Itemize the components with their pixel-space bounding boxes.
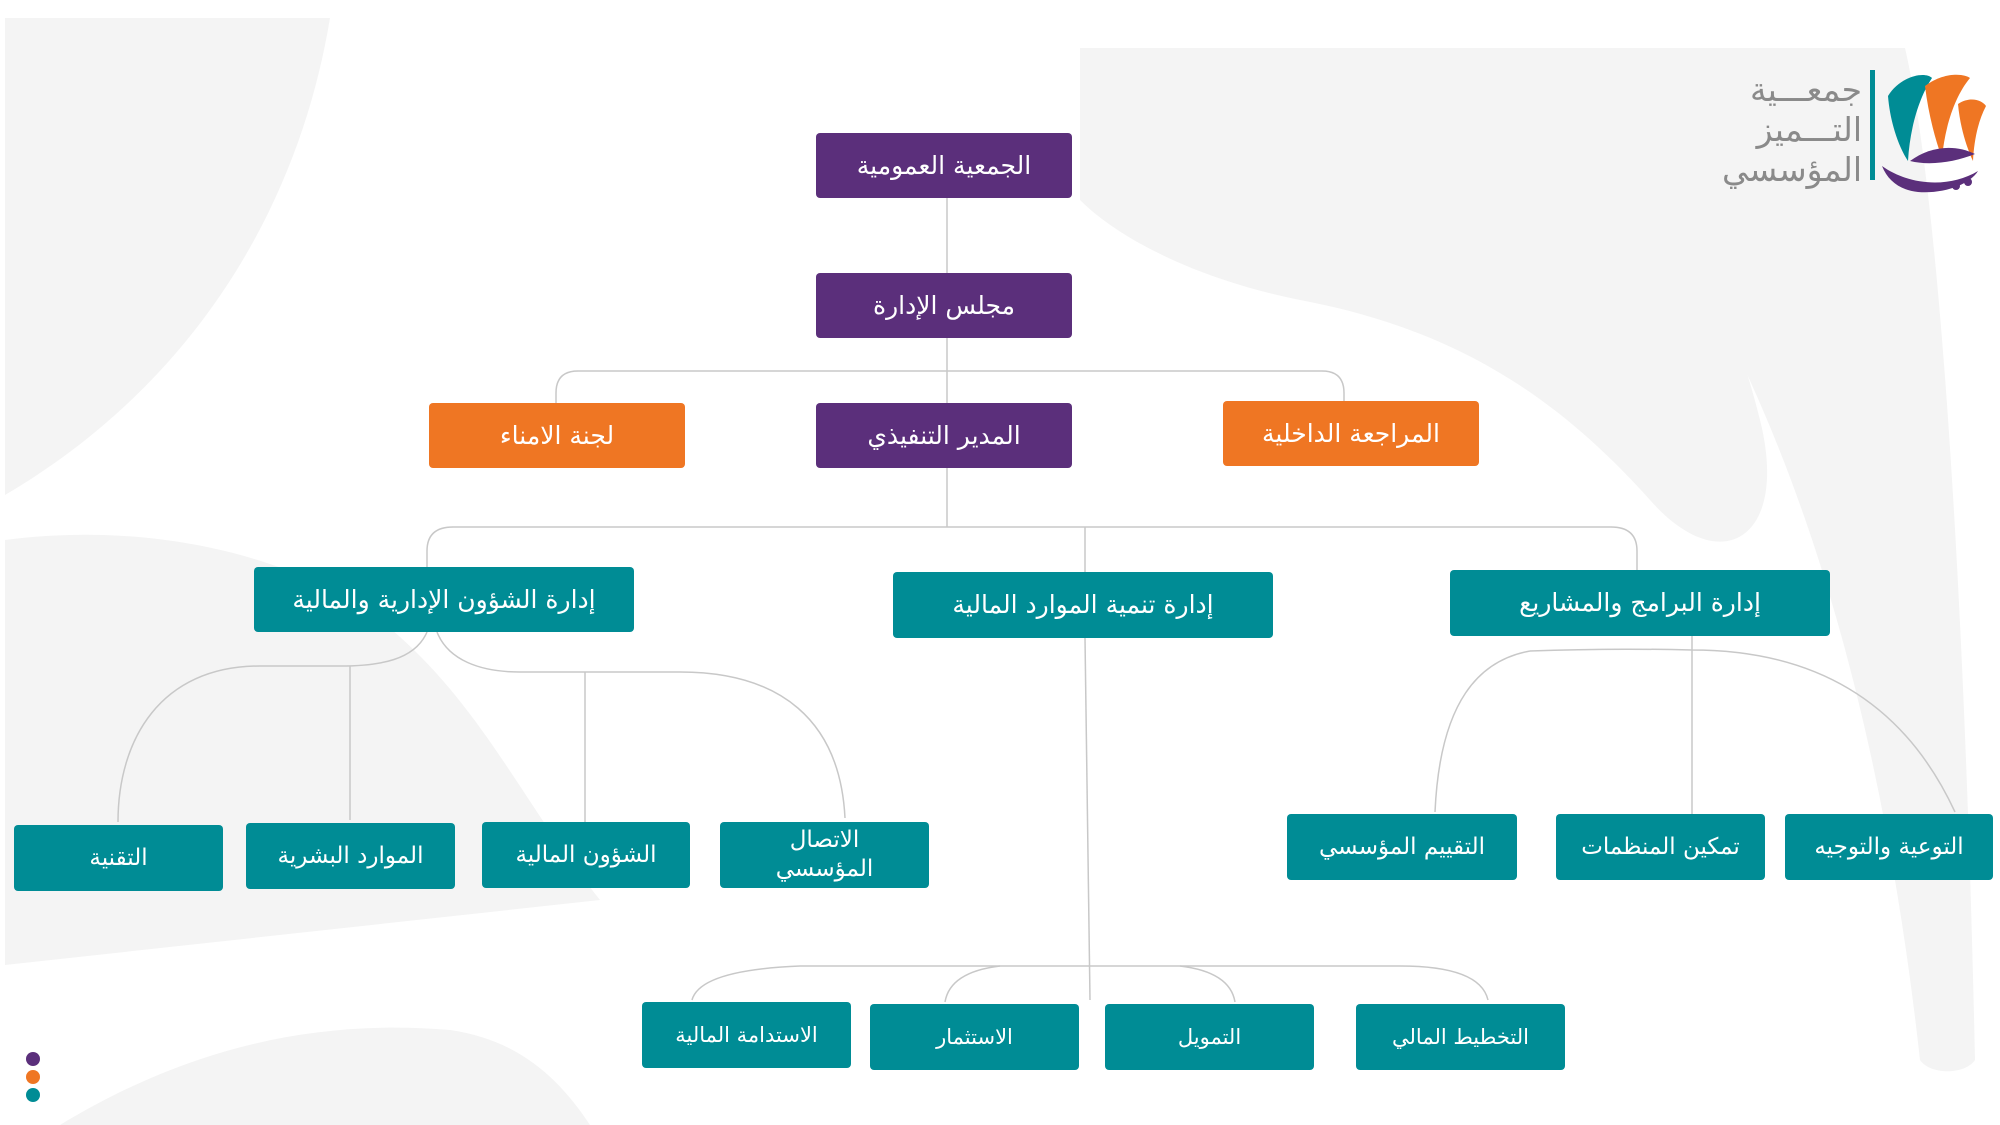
decorative-dot-orange <box>26 1070 40 1084</box>
financial-affairs-unit-box: الشؤون المالية <box>482 822 690 888</box>
background-shape-right <box>1080 48 1768 542</box>
organization-logo: جمعـــية التـــميز المؤسسي <box>1700 60 1990 200</box>
general-assembly-box: الجمعية العمومية <box>816 133 1072 198</box>
financial-development-department-box: إدارة تنمية الموارد المالية <box>893 572 1273 638</box>
connector-programs-arc <box>1529 648 1956 813</box>
organizations-empowerment-unit-box: تمكين المنظمات <box>1556 814 1765 880</box>
connector-board-committees <box>555 370 1345 403</box>
programs-projects-department-box: إدارة البرامج والمشاريع <box>1450 570 1830 636</box>
connector-programs-eval <box>1434 650 1531 813</box>
admin-finance-department-box: إدارة الشؤون الإدارية والمالية <box>254 567 634 632</box>
decorative-dot-purple <box>26 1052 40 1066</box>
background-shape-right-tail <box>1525 48 1975 1072</box>
board-of-directors-box: مجلس الإدارة <box>816 273 1072 338</box>
connector-financial-trunk <box>1084 637 1091 1001</box>
connector-funding <box>1179 965 1236 1003</box>
executive-director-box: المدير التنفيذي <box>816 403 1072 468</box>
institutional-evaluation-unit-box: التقييم المؤسسي <box>1287 814 1517 880</box>
connector-admin-financial-affairs <box>436 631 846 819</box>
connector-financial-bus <box>691 965 1489 1001</box>
connector-admin-technology <box>117 631 428 823</box>
technology-unit-box: التقنية <box>14 825 223 891</box>
background-shape-top-left <box>5 18 330 495</box>
organization-logo-icon <box>1870 70 1986 193</box>
financial-planning-unit-box: التخطيط المالي <box>1356 1004 1565 1070</box>
logo-text-line2: التـــميز <box>1756 110 1862 149</box>
awareness-guidance-unit-box: التوعية والتوجيه <box>1785 814 1993 880</box>
logo-text-line1: جمعـــية <box>1749 70 1862 109</box>
background-shape-bottom <box>60 1027 590 1125</box>
connector-departments-bus <box>426 526 1638 570</box>
human-resources-unit-box: الموارد البشرية <box>246 823 455 889</box>
funding-unit-box: التمويل <box>1105 1004 1314 1070</box>
investment-unit-box: الاستثمار <box>870 1004 1079 1070</box>
logo-text-line3: المؤسسي <box>1722 150 1862 189</box>
corporate-communication-unit-box: الاتصال المؤسسي <box>720 822 929 888</box>
trustees-committee-box: لجنة الامناء <box>429 403 685 468</box>
financial-sustainability-unit-box: الاستدامة المالية <box>642 1002 851 1068</box>
connector-investment <box>944 965 1001 1003</box>
internal-audit-box: المراجعة الداخلية <box>1223 401 1479 466</box>
decorative-dot-teal <box>26 1088 40 1102</box>
